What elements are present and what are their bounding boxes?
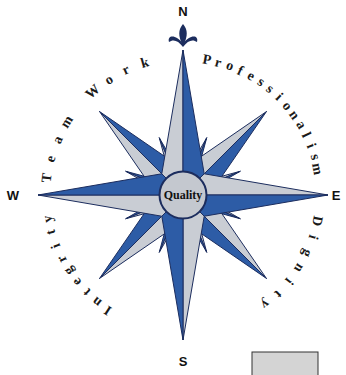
arc-letter — [68, 95, 91, 118]
arc-letter: k — [135, 53, 155, 73]
compass-direction: W — [7, 189, 19, 203]
arc-letter: o — [98, 69, 120, 91]
center-label: Quality — [158, 188, 208, 203]
grey-box — [252, 352, 318, 375]
fleur-de-lis — [183, 37, 197, 47]
arc-letter: T — [38, 169, 56, 187]
compass-direction: E — [332, 189, 341, 203]
arc-letter: D — [308, 212, 327, 231]
arc-letter: W — [82, 81, 105, 104]
arc-letter: y — [39, 210, 58, 229]
compass-direction: N — [178, 5, 187, 19]
fleur-de-lis — [169, 37, 183, 47]
arc-letter: g — [297, 242, 318, 263]
arc-letter: e — [41, 149, 61, 169]
arc-letter: m — [308, 159, 327, 178]
arc-letter: m — [56, 111, 78, 133]
compass-star — [38, 50, 328, 340]
arc-letter: t — [41, 223, 61, 243]
compass-direction: S — [179, 355, 188, 369]
arc-letter: r — [116, 60, 137, 81]
arc-letter: P — [198, 51, 217, 70]
arc-letter: a — [47, 129, 68, 150]
center-circle: Quality — [158, 170, 208, 220]
arc-letter: i — [303, 227, 323, 247]
